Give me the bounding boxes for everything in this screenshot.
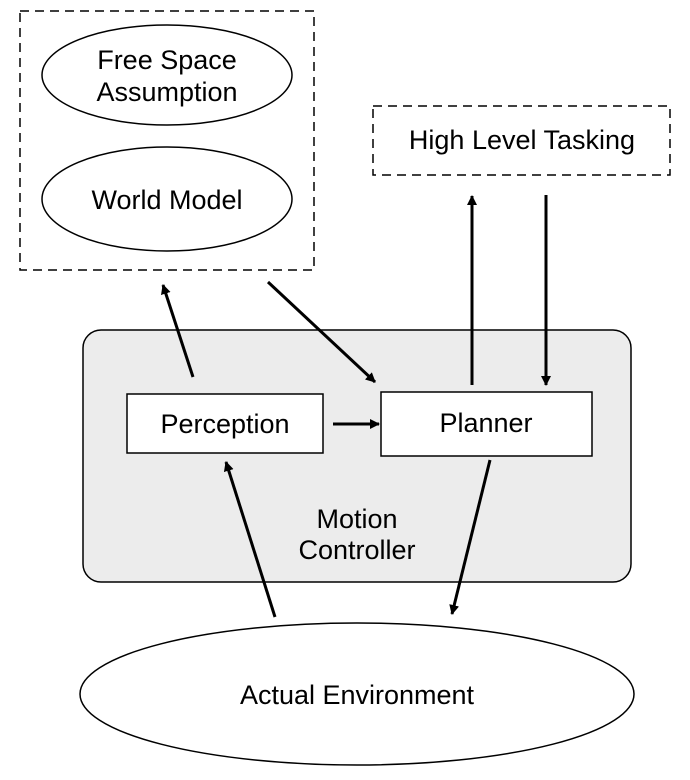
actual-environment-node — [79, 622, 635, 766]
arrow-perception-to-knowledge — [161, 284, 195, 378]
free-space-assumption-node — [41, 24, 293, 126]
arrow-knowledge-to-planner — [266, 280, 377, 384]
knowledge-group-box — [19, 10, 315, 271]
high-level-tasking-node — [372, 105, 671, 176]
high-level-tasking-label: High Level Tasking — [409, 125, 635, 155]
perception-label: Perception — [160, 409, 289, 439]
free-space-label-line2: Assumption — [96, 77, 237, 107]
perception-node — [126, 393, 324, 454]
world-model-node — [41, 146, 293, 252]
arrow-planner-to-environment — [449, 459, 492, 615]
world-model-label: World Model — [91, 185, 242, 215]
motion-controller-label-line2: Controller — [298, 535, 415, 565]
actual-environment-label: Actual Environment — [240, 680, 475, 710]
free-space-label-line1: Free Space — [97, 45, 237, 75]
arrow-environment-to-perception — [223, 461, 277, 618]
planner-label: Planner — [439, 408, 532, 438]
planner-node — [380, 391, 593, 457]
motion-controller-label-line1: Motion — [316, 504, 397, 534]
